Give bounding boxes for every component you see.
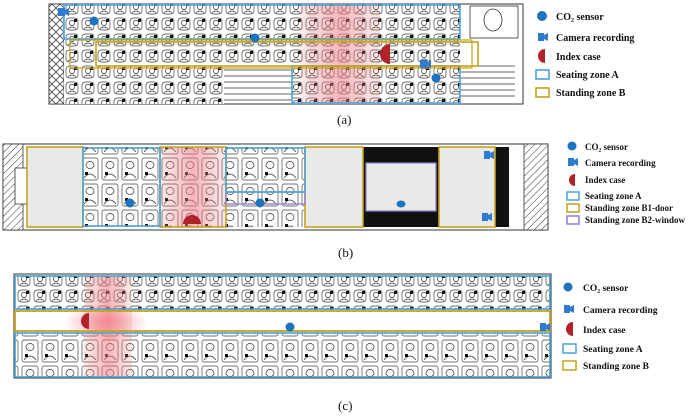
co2-sensor-icon — [255, 198, 265, 208]
legend-c-label: Index case — [583, 326, 626, 336]
camera-recording-icon — [482, 213, 492, 221]
panel-a-end-hatch-left — [48, 3, 65, 105]
panel-a — [48, 3, 524, 105]
co2-sensor-icon — [563, 282, 573, 292]
panel-c — [13, 273, 552, 379]
legend-b-label: Seating zone A — [585, 191, 642, 201]
legend-a-label: Camera recording — [556, 33, 634, 44]
legend-b-label: Standing zone B2-window — [585, 215, 686, 225]
standing-zone-icon — [535, 87, 550, 98]
standing-zone-b2-icon — [566, 215, 580, 225]
panel-b-coupler-left — [14, 167, 28, 205]
standing-zone-icon — [562, 360, 577, 371]
legend-a: CO₂ sensor Camera recording Index case S… — [535, 11, 634, 99]
legend-b-label: Index case — [585, 175, 625, 185]
panel-c-aisle — [15, 310, 550, 333]
panel-a-seating-zone-top — [63, 4, 461, 40]
camera-recording-icon — [568, 158, 578, 166]
caption-a: (a) — [337, 112, 351, 127]
panel-c-seating-zone-bottom — [14, 332, 551, 378]
camera-recording-icon — [564, 305, 574, 313]
legend-c: CO₂ sensor Camera recording Index case S… — [562, 282, 658, 372]
panel-b-plume — [160, 147, 226, 227]
co2-sensor-icon — [89, 16, 99, 26]
panel-b-standing-zone-b1-right — [438, 146, 496, 228]
legend-a-label: Index case — [556, 52, 601, 63]
camera-recording-icon — [420, 60, 431, 68]
seating-zone-icon — [535, 69, 550, 80]
legend-b: CO₂ sensor Camera recording Index case S… — [566, 141, 686, 225]
index-case-icon — [380, 44, 390, 64]
legend-a-label: CO₂ sensor — [556, 12, 604, 23]
co2-sensor-icon — [431, 73, 441, 83]
standing-zone-icon — [566, 203, 580, 213]
index-case-icon — [569, 174, 575, 186]
panel-b — [2, 143, 549, 231]
panel-a-seat-block-bottom-left — [64, 66, 224, 104]
legend-c-label: Camera recording — [583, 306, 658, 316]
panel-b-end-hatch-right — [523, 143, 549, 231]
co2-sensor-icon — [125, 198, 135, 208]
legend-c-label: Seating zone A — [583, 345, 643, 355]
seating-zone-icon — [562, 343, 577, 354]
camera-recording-icon — [538, 33, 548, 41]
panel-b-seating-zone-left — [82, 147, 161, 227]
panel-b-vestibule-mid — [304, 146, 364, 228]
index-case-icon — [81, 313, 89, 329]
caption-c: (c) — [338, 398, 352, 413]
index-case-icon — [183, 215, 201, 224]
index-case-icon — [566, 322, 573, 336]
legend-b-label: CO₂ sensor — [585, 142, 628, 152]
legend-b-label: Camera recording — [585, 158, 656, 168]
legend-c-label: CO₂ sensor — [583, 284, 629, 294]
panel-c-plume-core — [64, 302, 148, 342]
co2-sensor-icon — [537, 11, 547, 21]
panel-a-seat-block-top — [64, 4, 460, 38]
legend-a-label: Standing zone B — [556, 88, 626, 99]
caption-b: (b) — [338, 245, 353, 260]
camera-recording-icon — [484, 151, 494, 159]
panel-b-vestibule-left — [26, 146, 84, 228]
panel-a-seat-block-mid — [64, 40, 460, 66]
panel-a-toilet — [483, 8, 503, 32]
panel-a-end-room — [469, 5, 519, 39]
panel-c-standing-zone — [14, 310, 551, 332]
legend-c-label: Standing zone B — [583, 362, 650, 372]
panel-c-seating-zone-top — [14, 275, 551, 310]
panel-a-plume — [300, 4, 380, 104]
panel-a-standing-zone-outer — [69, 39, 473, 69]
camera-recording-icon — [58, 8, 69, 16]
seating-zone-icon — [566, 191, 580, 201]
legend-b-label: Standing zone B1-door — [585, 203, 673, 213]
co2-sensor-icon — [567, 141, 577, 151]
camera-recording-icon — [540, 323, 550, 331]
index-case-icon — [538, 49, 545, 63]
co2-sensor-icon — [285, 322, 295, 332]
panel-a-standing-zone-inner — [95, 41, 479, 67]
panel-b-dark-end — [495, 147, 509, 227]
panel-b-seating-zone-right — [225, 147, 306, 193]
co2-sensor-icon — [396, 200, 406, 208]
legend-a-label: Seating zone A — [556, 70, 620, 81]
co2-sensor-icon — [250, 33, 260, 43]
